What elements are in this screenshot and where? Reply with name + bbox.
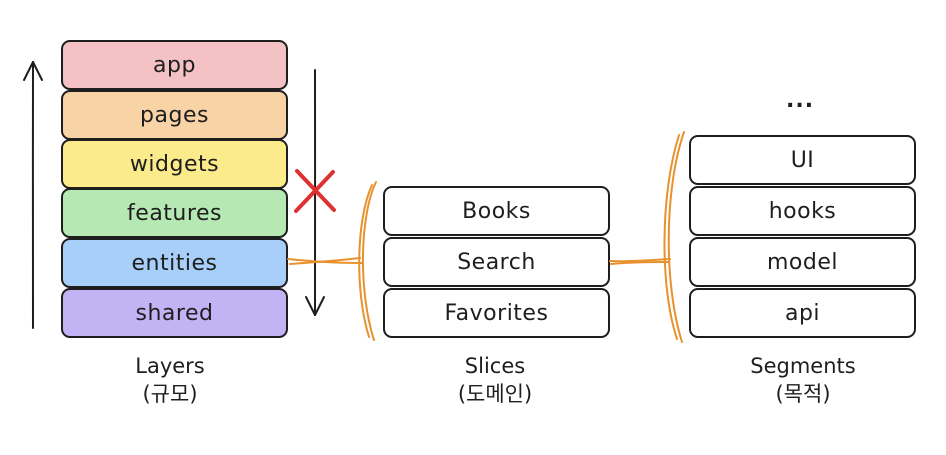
layer-label: shared xyxy=(135,300,214,326)
connector-slices-segments xyxy=(609,258,671,265)
layer-shared: shared xyxy=(61,288,288,338)
caption-title: Layers xyxy=(135,354,205,378)
segment-ui: UI xyxy=(689,135,916,185)
segment-hooks: hooks xyxy=(689,186,916,236)
segments-ellipsis: ... xyxy=(786,88,815,113)
segment-label: hooks xyxy=(768,198,837,224)
segment-api: api xyxy=(689,288,916,338)
layers-caption: Layers (규모) xyxy=(95,352,245,408)
connector-layers-slices xyxy=(287,257,363,265)
segment-label: model xyxy=(766,249,838,275)
cross-icon xyxy=(294,169,336,213)
segment-model: model xyxy=(689,237,916,287)
down-arrow-icon xyxy=(305,69,325,316)
caption-subtitle: (목적) xyxy=(775,382,831,406)
layer-widgets: widgets xyxy=(61,139,288,189)
slice-books: Books xyxy=(383,186,610,236)
layer-label: widgets xyxy=(129,151,220,177)
caption-title: Slices xyxy=(464,354,526,378)
slice-label: Favorites xyxy=(444,300,549,326)
up-arrow-icon xyxy=(23,61,43,329)
layer-entities: entities xyxy=(61,238,288,288)
segments-caption: Segments (목적) xyxy=(728,352,878,408)
slice-label: Search xyxy=(457,249,536,275)
layer-label: pages xyxy=(140,102,209,128)
slice-search: Search xyxy=(383,237,610,287)
layer-label: features xyxy=(127,200,222,226)
layer-label: entities xyxy=(131,250,218,276)
caption-subtitle: (규모) xyxy=(142,382,198,406)
caption-title: Segments xyxy=(750,354,856,378)
segments-bracket xyxy=(663,131,685,343)
caption-subtitle: (도메인) xyxy=(457,382,533,406)
layer-features: features xyxy=(61,188,288,238)
slice-label: Books xyxy=(462,198,531,224)
layer-label: app xyxy=(153,52,196,78)
layer-app: app xyxy=(61,40,288,90)
slice-favorites: Favorites xyxy=(383,288,610,338)
slices-bracket xyxy=(358,181,377,341)
slices-caption: Slices (도메인) xyxy=(420,352,570,408)
segment-label: UI xyxy=(790,147,815,173)
segment-label: api xyxy=(784,300,821,326)
